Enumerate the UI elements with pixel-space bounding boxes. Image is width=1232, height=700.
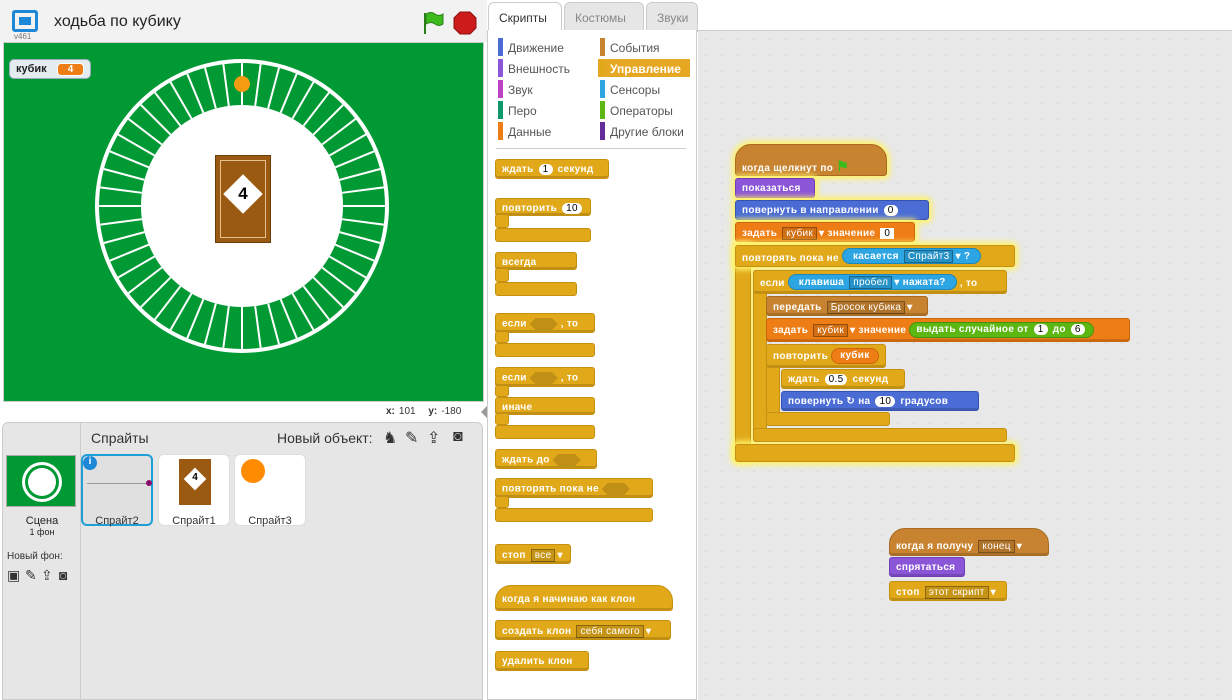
player-token[interactable]	[234, 76, 250, 92]
palette-block-clone-hat[interactable]: когда я начинаю как клон	[495, 585, 673, 611]
category-5[interactable]: Сенсоры	[598, 80, 690, 98]
script-block-stop[interactable]: стоп этот скрипт▾	[889, 581, 1007, 601]
stop-icon[interactable]	[452, 10, 478, 36]
script-block-when-flag[interactable]: когда щелкнут по ⚑	[735, 144, 887, 176]
script-block-set-var[interactable]: задать кубик▾ значение 0	[735, 222, 915, 242]
script-block-hide[interactable]: спрятаться	[889, 557, 965, 577]
paint-backdrop-icon[interactable]: ✎	[25, 567, 37, 583]
script-block-wait[interactable]: ждать 0.5 секунд	[781, 369, 905, 389]
scene-backdrops-count: 1 фон	[29, 527, 55, 537]
dice-card[interactable]: 4	[215, 155, 271, 243]
palette-block-delete-clone[interactable]: удалить клон	[495, 651, 589, 671]
stage[interactable]: 4 кубик 4	[3, 42, 484, 402]
collapse-stage-icon[interactable]	[481, 406, 487, 418]
green-flag-icon: ⚑	[836, 158, 850, 174]
sprite-tile-sprite2[interactable]: i	[81, 454, 153, 526]
palette-block-wait-until[interactable]: ждать до	[495, 449, 597, 469]
variable-name: кубик	[16, 63, 47, 75]
palette-block-create-clone[interactable]: создать клон себя самого▾	[495, 620, 671, 640]
palette-block-wait[interactable]: ждать 1 секунд	[495, 159, 609, 179]
stage-column: Сцена 1 фон Новый фон: ▣ ✎ ⇪ ◙	[3, 423, 81, 700]
stage-thumbnail[interactable]	[6, 455, 76, 507]
category-0[interactable]: Движение	[496, 38, 588, 56]
category-2[interactable]: Внешность	[496, 59, 588, 77]
tab-sounds[interactable]: Звуки	[646, 2, 698, 32]
sprites-pane: Сцена 1 фон Новый фон: ▣ ✎ ⇪ ◙ Спрайты Н…	[2, 422, 483, 700]
upload-backdrop-icon[interactable]: ⇪	[41, 567, 53, 583]
category-4[interactable]: Звук	[496, 80, 588, 98]
sprites-header: Спрайты	[91, 430, 149, 446]
script-block-turn[interactable]: повернуть ↻ на 10 градусов	[781, 391, 979, 411]
category-9[interactable]: Другие блоки	[598, 122, 690, 140]
scene-label: Сцена	[25, 515, 59, 527]
palette-block-if-then[interactable]: если, то	[495, 313, 595, 333]
script-block-repeat-until[interactable]: повторять пока не касается Спрайт3▾ ?	[735, 245, 1015, 267]
category-7[interactable]: Операторы	[598, 101, 690, 119]
new-object-label: Новый объект:	[277, 430, 373, 446]
category-1[interactable]: События	[598, 38, 690, 56]
category-6[interactable]: Перо	[496, 101, 588, 119]
camera-backdrop-icon[interactable]: ◙	[59, 567, 68, 583]
palette-divider	[496, 148, 686, 149]
green-flag-icon[interactable]	[420, 10, 446, 36]
new-backdrop-label: Новый фон:	[7, 551, 63, 562]
script-block-set-random[interactable]: задать кубик▾ значение выдать случайное …	[766, 318, 1130, 342]
mouse-coordinates: x:101 y:-180	[386, 406, 462, 417]
info-icon[interactable]: i	[83, 456, 97, 470]
script-block-show[interactable]: показаться	[735, 178, 815, 198]
category-3[interactable]: Управление	[598, 59, 690, 77]
sprite-name: Спрайт1	[172, 515, 216, 527]
fullscreen-icon[interactable]	[12, 10, 38, 32]
sprite-name: Спрайт3	[248, 515, 292, 527]
script-block-if[interactable]: если клавиша пробел▾ нажата? , то	[753, 270, 1007, 294]
variable-monitor: кубик 4	[9, 59, 92, 79]
top-bar	[0, 0, 487, 42]
sprite-name: Спрайт2	[95, 515, 139, 527]
palette-block-if-else[interactable]: если, то	[495, 367, 595, 387]
rotate-right-icon: ↻	[846, 396, 856, 407]
palette-block-repeat[interactable]: повторить 10	[495, 198, 591, 216]
sprite-tile-sprite3[interactable]	[234, 454, 306, 526]
palette-block-stop[interactable]: стоп все▾	[495, 544, 571, 564]
sprite-library-icon[interactable]: ♞	[383, 430, 398, 447]
palette-block-repeat-until[interactable]: повторять пока не	[495, 478, 653, 498]
category-8[interactable]: Данные	[496, 122, 588, 140]
camera-sprite-icon[interactable]: ◙	[453, 428, 463, 445]
palette-block-else: иначе	[495, 397, 595, 415]
variable-value: 4	[56, 62, 85, 76]
script-block-point-direction[interactable]: повернуть в направлении 0	[735, 200, 929, 220]
script-block-repeat[interactable]: повторить кубик	[766, 344, 886, 368]
upload-sprite-icon[interactable]: ⇪	[427, 430, 441, 447]
tab-costumes[interactable]: Костюмы	[564, 2, 644, 32]
backdrop-library-icon[interactable]: ▣	[7, 567, 21, 583]
script-block-broadcast[interactable]: передать Бросок кубика▾	[766, 296, 928, 316]
project-title[interactable]: ходьба по кубику	[54, 13, 181, 30]
version-label: v461	[14, 32, 32, 41]
dice-card-value: 4	[238, 184, 248, 203]
palette-block-forever[interactable]: всегда	[495, 252, 577, 270]
script-block-when-receive[interactable]: когда я получу конец▾	[889, 528, 1049, 556]
tab-scripts[interactable]: Скрипты	[488, 2, 562, 32]
paint-sprite-icon[interactable]: ✎	[405, 430, 419, 447]
sprite-tile-sprite1[interactable]: 4	[158, 454, 230, 526]
